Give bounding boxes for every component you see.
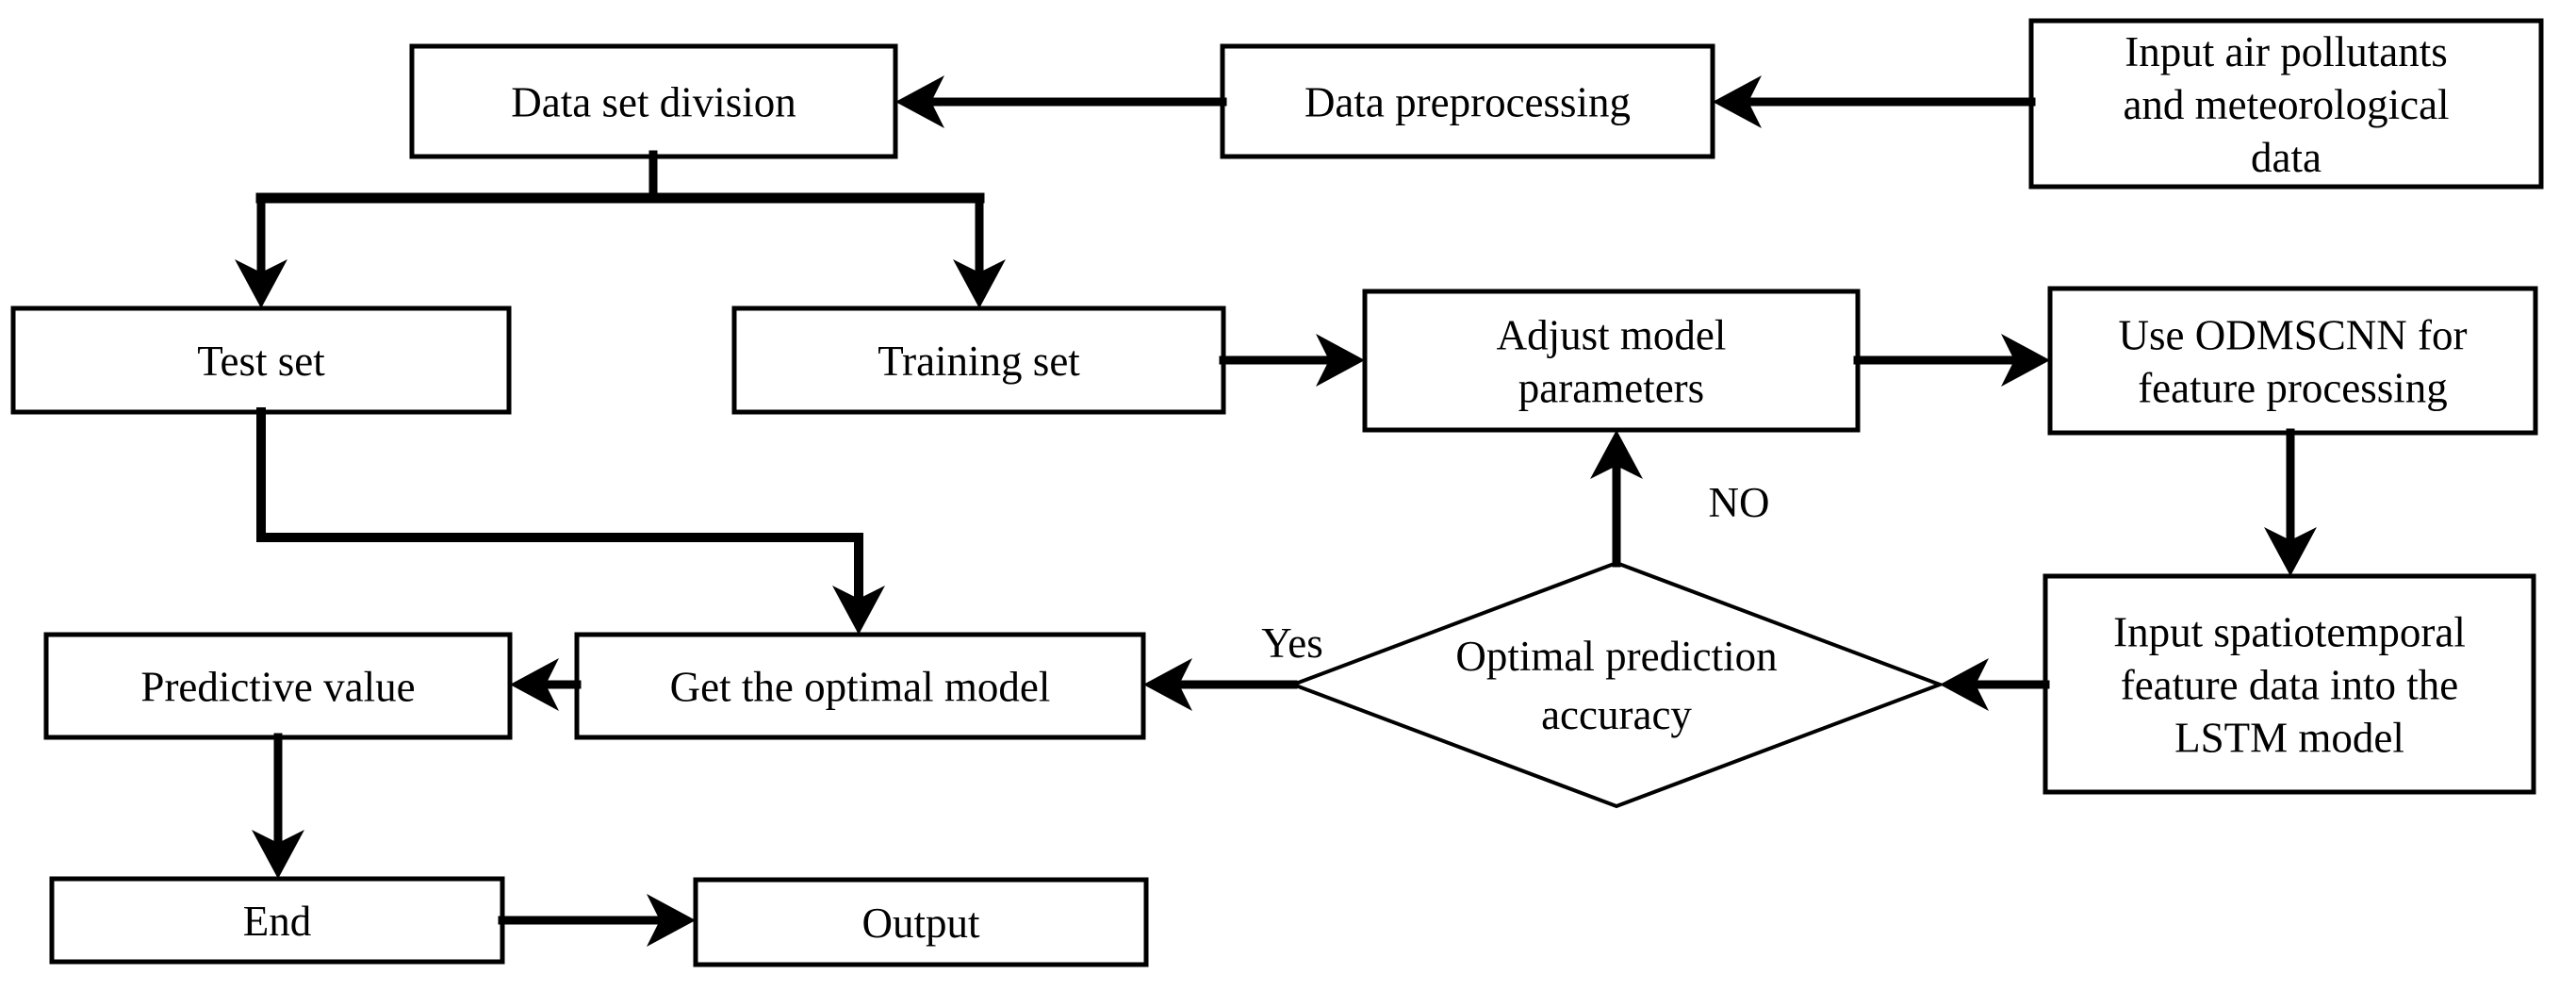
edge-split-to-training-set-arrowhead-icon <box>953 259 1006 308</box>
node-end-label: End <box>243 898 312 945</box>
edge-predictive-to-end <box>252 733 304 879</box>
edge-adjust-to-odmscnn <box>1853 334 2050 387</box>
node-input-data: Input air pollutants and meteorological da… <box>2028 18 2544 190</box>
edge-diamond-yes-to-optimal-arrowhead-icon <box>1143 658 1192 711</box>
edge-diamond-yes-to-optimal-label: Yes <box>1261 619 1322 667</box>
edge-lstm-to-diamond <box>1940 658 2050 711</box>
edge-diamond-no-to-adjust-arrowhead-icon <box>1590 430 1643 479</box>
edge-split-to-test-set-arrowhead-icon <box>235 259 287 308</box>
edge-preprocessing-to-division-arrowhead-icon <box>895 75 944 128</box>
node-output: Output <box>693 877 1149 967</box>
edge-odmscnn-to-lstm-arrowhead-icon <box>2264 527 2317 576</box>
node-get-optimal-model-line-0: Get the optimal model <box>670 664 1051 711</box>
node-get-optimal-model-label: Get the optimal model <box>670 664 1051 711</box>
edge-diamond-yes-to-optimal: Yes <box>1143 619 1323 711</box>
node-adjust-model-parameters-label: Adjust model parameters <box>1497 312 1727 412</box>
node-data-preprocessing: Data preprocessing <box>1220 43 1715 159</box>
node-input-data-label: Input air pollutants and meteorological da… <box>2123 28 2449 181</box>
edge-training-to-adjust <box>1219 334 1365 387</box>
node-optimal-prediction-accuracy-line-0: Optimal prediction <box>1455 633 1777 680</box>
node-test-set-label: Test set <box>197 338 325 385</box>
node-data-preprocessing-label: Data preprocessing <box>1304 79 1631 126</box>
node-predictive-value: Predictive value <box>43 632 513 740</box>
node-use-odmscnn-line-1: feature processing <box>2138 365 2448 412</box>
node-lstm-input: Input spatiotemporal feature data into th… <box>2043 573 2536 795</box>
edge-test-set-to-optimal-arrowhead-icon <box>832 586 885 635</box>
node-training-set-shape <box>731 306 1226 415</box>
node-output-line-0: Output <box>861 900 980 947</box>
node-test-set: Test set <box>10 306 512 415</box>
node-test-set-line-0: Test set <box>197 338 325 385</box>
edge-diamond-no-to-adjust-label: NO <box>1709 479 1770 526</box>
edge-training-to-adjust-arrowhead-icon <box>1316 334 1365 387</box>
edge-split-to-test-set <box>235 193 287 308</box>
node-predictive-value-label: Predictive value <box>140 664 415 711</box>
node-output-label: Output <box>861 900 980 947</box>
node-adjust-model-parameters-line-1: parameters <box>1518 365 1704 412</box>
edge-diamond-no-to-adjust: NO <box>1590 430 1770 568</box>
node-training-set: Training set <box>731 306 1226 415</box>
node-input-data-shape <box>2028 18 2544 190</box>
edge-input-data-to-preprocessing <box>1713 75 2036 128</box>
node-end-shape <box>49 876 505 965</box>
node-end-line-0: End <box>243 898 312 945</box>
node-get-optimal-model: Get the optimal model <box>574 632 1146 740</box>
node-lstm-input-line-1: feature data into the <box>2121 662 2459 709</box>
node-use-odmscnn-line-0: Use ODMSCNN for <box>2119 312 2468 359</box>
node-input-data-line-1: and meteorological <box>2123 81 2449 128</box>
edge-optimal-to-predictive <box>510 658 582 711</box>
edge-end-to-output <box>498 894 696 947</box>
node-input-data-line-0: Input air pollutants <box>2125 28 2447 75</box>
edge-test-set-to-optimal-line <box>256 407 863 605</box>
node-optimal-prediction-accuracy-line-1: accuracy <box>1541 691 1692 738</box>
node-lstm-input-line-2: LSTM model <box>2174 715 2404 762</box>
node-lstm-input-label: Input spatiotemporal feature data into th… <box>2113 609 2466 762</box>
node-adjust-model-parameters: Adjust model parameters <box>1362 289 1861 433</box>
node-data-set-division-line-0: Data set division <box>511 79 796 126</box>
edge-adjust-to-odmscnn-arrowhead-icon <box>2001 334 2050 387</box>
edge-odmscnn-to-lstm <box>2264 428 2317 576</box>
edge-optimal-to-predictive-arrowhead-icon <box>510 658 559 711</box>
node-training-set-line-0: Training set <box>878 338 1080 385</box>
edge-predictive-to-end-arrowhead-icon <box>252 830 304 879</box>
edge-lstm-to-diamond-arrowhead-icon <box>1940 658 1989 711</box>
node-adjust-model-parameters-shape <box>1362 289 1861 433</box>
node-data-set-division-label: Data set division <box>511 79 796 126</box>
edge-split-to-training-set <box>953 193 1006 308</box>
node-adjust-model-parameters-line-0: Adjust model <box>1497 312 1727 359</box>
node-use-odmscnn-label: Use ODMSCNN for feature processing <box>2119 312 2468 412</box>
node-end: End <box>49 876 505 965</box>
node-predictive-value-line-0: Predictive value <box>140 664 415 711</box>
node-output-shape <box>693 877 1149 967</box>
node-optimal-prediction-accuracy-label: Optimal prediction accuracy <box>1455 633 1777 738</box>
node-input-data-line-2: data <box>2251 134 2322 181</box>
node-lstm-input-shape <box>2043 573 2536 795</box>
edge-test-set-to-optimal <box>256 407 885 635</box>
edge-preprocessing-to-division <box>895 75 1227 128</box>
node-training-set-label: Training set <box>878 338 1080 385</box>
node-data-set-division: Data set division <box>409 43 898 159</box>
node-lstm-input-line-0: Input spatiotemporal <box>2113 609 2466 656</box>
node-get-optimal-model-shape <box>574 632 1146 740</box>
node-optimal-prediction-accuracy: Optimal prediction accuracy <box>1288 560 1945 809</box>
node-use-odmscnn: Use ODMSCNN for feature processing <box>2047 286 2538 436</box>
node-optimal-prediction-accuracy-shape <box>1288 560 1945 809</box>
edge-end-to-output-arrowhead-icon <box>647 894 696 947</box>
node-data-preprocessing-line-0: Data preprocessing <box>1304 79 1631 126</box>
edge-input-data-to-preprocessing-arrowhead-icon <box>1713 75 1762 128</box>
